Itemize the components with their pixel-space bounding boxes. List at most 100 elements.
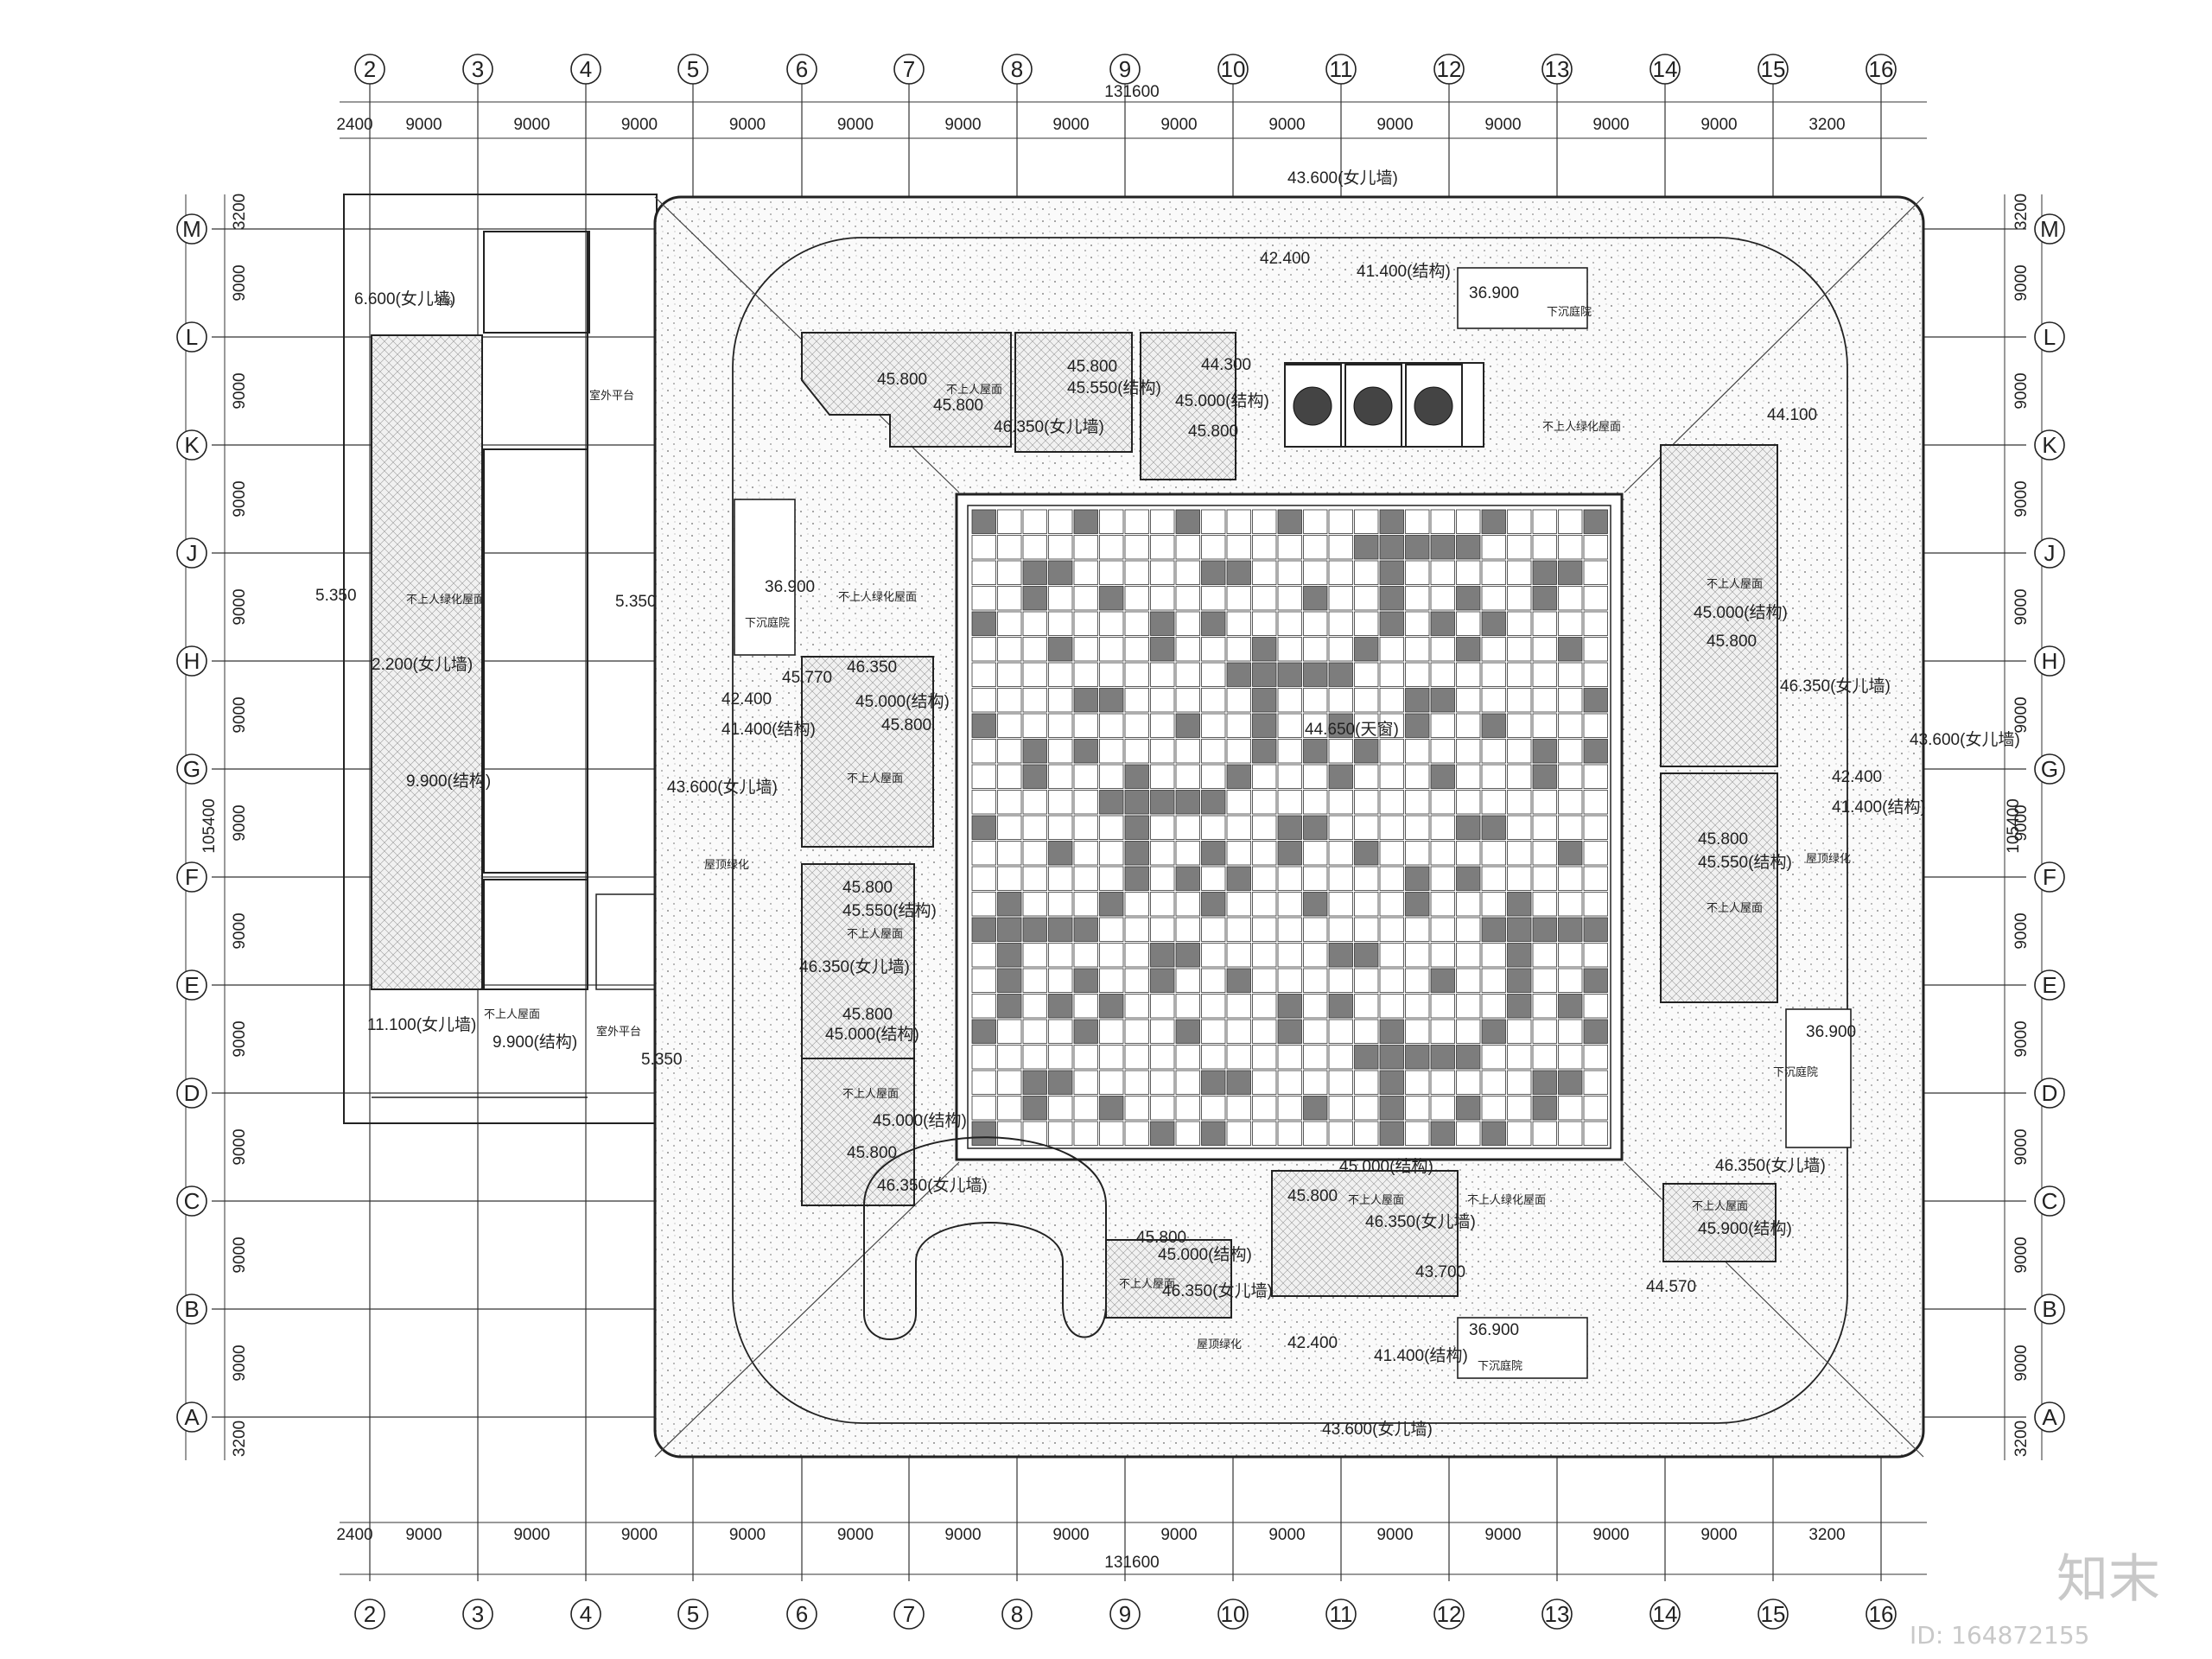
- skylight-pane: [971, 662, 996, 687]
- skylight-pane: [1303, 968, 1328, 993]
- skylight-pane: [1175, 1045, 1200, 1070]
- skylight-pane: [1022, 943, 1047, 968]
- skylight-pane: [1099, 968, 1124, 993]
- skylight-pane: [1226, 943, 1251, 968]
- skylight-pane: [1507, 1096, 1532, 1121]
- skylight-pane: [1379, 688, 1404, 713]
- watermark: 知末 ID: 164872155: [1910, 1549, 2160, 1649]
- label-court-left: 36.900: [765, 578, 815, 596]
- dimension-col-spacing: 9000: [837, 1526, 874, 1544]
- skylight-pane: [1175, 994, 1200, 1019]
- label-west-terrace: 室外平台: [589, 389, 634, 402]
- skylight-grid: [955, 493, 1624, 1161]
- skylight-pane: [1507, 1019, 1532, 1044]
- axis-bubble-row: [2034, 969, 2065, 1001]
- skylight-pane: [1073, 535, 1098, 560]
- dimension-col-spacing: 9000: [1376, 1526, 1413, 1544]
- label-sw-h: 46.350(女儿墙): [877, 1176, 988, 1195]
- label-top-b: 41.400(结构): [1357, 262, 1451, 281]
- skylight-pane: [1201, 1045, 1226, 1070]
- skylight-pane: [1048, 662, 1073, 687]
- label-sc-name2: 不上人绿化屋面: [1467, 1193, 1546, 1206]
- axis-label-row: M: [2040, 216, 2059, 242]
- skylight-pane: [1354, 815, 1379, 840]
- skylight-pane: [1583, 790, 1608, 815]
- axis-bubble-row: [176, 861, 207, 893]
- skylight-pane: [1507, 739, 1532, 764]
- skylight-pane: [1430, 943, 1455, 968]
- axis-label-col: 11: [1330, 56, 1353, 82]
- skylight-pane: [1252, 637, 1277, 662]
- skylight-pane: [1456, 662, 1481, 687]
- skylight-pane: [1124, 764, 1149, 789]
- axis-label-row: J: [187, 540, 198, 566]
- skylight-pane: [1456, 1070, 1481, 1095]
- label-wl-b: 45.000(结构): [855, 692, 950, 711]
- skylight-pane: [997, 637, 1022, 662]
- skylight-pane: [1048, 892, 1073, 917]
- axis-bubble-row: [2034, 1294, 2065, 1325]
- skylight-pane: [1252, 662, 1277, 687]
- skylight-pane: [1073, 841, 1098, 866]
- skylight-pane: [1048, 509, 1073, 534]
- skylight-pane: [1481, 892, 1506, 917]
- skylight-pane: [1532, 1045, 1557, 1070]
- skylight-pane: [1583, 943, 1608, 968]
- skylight-pane: [1354, 968, 1379, 993]
- skylight-pane: [1456, 713, 1481, 738]
- axis-bubble-row: [176, 321, 207, 353]
- skylight-pane: [1328, 994, 1353, 1019]
- skylight-pane: [1354, 662, 1379, 687]
- skylight-pane: [1150, 790, 1175, 815]
- label-sc-name: 不上人屋面: [1348, 1193, 1404, 1206]
- skylight-pane: [1022, 535, 1047, 560]
- skylight-pane: [971, 560, 996, 585]
- skylight-pane: [1303, 560, 1328, 585]
- skylight-pane: [1430, 892, 1455, 917]
- axis-bubble-col: [1649, 1599, 1681, 1630]
- skylight-pane: [1073, 917, 1098, 942]
- dimension-col-spacing: 9000: [837, 116, 874, 134]
- skylight-pane: [1124, 1121, 1149, 1146]
- axis-label-col: 11: [1330, 1601, 1353, 1627]
- label-west-f: 11.100(女儿墙): [367, 1015, 476, 1034]
- skylight-pane: [1073, 586, 1098, 611]
- skylight-pane: [1150, 509, 1175, 534]
- axis-label-row: A: [2042, 1404, 2057, 1430]
- label-wl-name: 不上人屋面: [847, 772, 903, 785]
- dimension-col-spacing: 9000: [1484, 1526, 1521, 1544]
- skylight-pane: [1354, 586, 1379, 611]
- label-nw-b: 45.800: [933, 397, 983, 415]
- skylight-pane: [1073, 509, 1098, 534]
- skylight-pane: [1099, 1045, 1124, 1070]
- skylight-pane: [1201, 917, 1226, 942]
- skylight-pane: [1175, 1121, 1200, 1146]
- skylight-pane: [1405, 1019, 1430, 1044]
- axis-label-col: 16: [1869, 1601, 1894, 1627]
- skylight-pane: [1430, 968, 1455, 993]
- skylight-pane: [1175, 968, 1200, 993]
- axis-bubble-row: [2034, 645, 2065, 677]
- dimension-texts: 2400240090009000900090009000900090009000…: [200, 83, 2031, 1572]
- skylight-pane: [1558, 943, 1583, 968]
- skylight-pane: [1558, 1121, 1583, 1146]
- skylight-pane: [1456, 509, 1481, 534]
- axis-bubble-row: [2034, 1402, 2065, 1433]
- skylight-pane: [971, 713, 996, 738]
- skylight-pane: [1430, 688, 1455, 713]
- skylight-pane: [1430, 637, 1455, 662]
- skylight-pane: [1201, 1070, 1226, 1095]
- axis-label-row: G: [183, 756, 200, 782]
- skylight-pane: [1099, 611, 1124, 636]
- skylight-pane: [1558, 1070, 1583, 1095]
- skylight-pane: [1022, 560, 1047, 585]
- skylight-pane: [1532, 1096, 1557, 1121]
- skylight-pane: [1430, 917, 1455, 942]
- skylight-pane: [1379, 611, 1404, 636]
- axis-bubble-col: [677, 1599, 709, 1630]
- skylight-pane: [1201, 611, 1226, 636]
- skylight-pane: [1201, 586, 1226, 611]
- skylight-pane: [1456, 1121, 1481, 1146]
- skylight-pane: [1150, 968, 1175, 993]
- skylight-pane: [971, 994, 996, 1019]
